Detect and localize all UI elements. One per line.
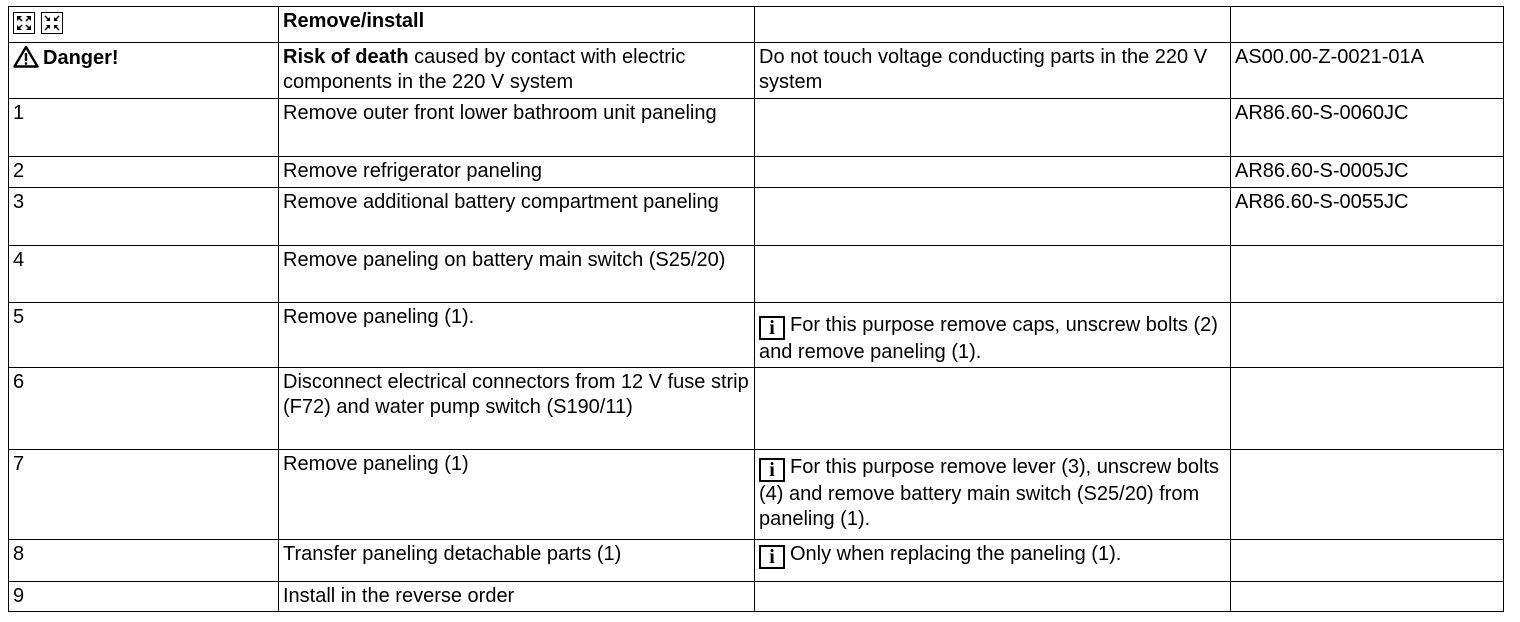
step-action: Remove outer front lower bathroom unit p…: [278, 98, 755, 157]
step-action: Remove additional battery compartment pa…: [278, 187, 755, 246]
info-icon: i: [759, 545, 785, 569]
header-empty-cell: [1230, 6, 1504, 43]
step-number: 1: [8, 98, 279, 157]
step-row: 3 Remove additional battery compartment …: [8, 187, 1504, 246]
step-row: 1 Remove outer front lower bathroom unit…: [8, 98, 1504, 157]
step-action: Install in the reverse order: [278, 581, 755, 612]
danger-row: Danger! Risk of death caused by contact …: [8, 42, 1504, 99]
danger-risk-cell: Risk of death caused by contact with ele…: [278, 42, 755, 99]
step-action: Transfer paneling detachable parts (1): [278, 539, 755, 582]
step-ref: [1230, 539, 1504, 582]
step-number: 2: [8, 156, 279, 188]
step-row: 2 Remove refrigerator paneling AR86.60-S…: [8, 156, 1504, 188]
step-row: 8 Transfer paneling detachable parts (1)…: [8, 539, 1504, 582]
step-action: Remove paneling (1).: [278, 302, 755, 368]
expand-icon[interactable]: [13, 12, 35, 34]
step-row: 4 Remove paneling on battery main switch…: [8, 245, 1504, 303]
step-action: Remove paneling on battery main switch (…: [278, 245, 755, 303]
step-note: Only when replacing the paneling (1).: [790, 543, 1122, 565]
step-note: [754, 245, 1231, 303]
header-row: Remove/install: [8, 6, 1504, 43]
step-note: [754, 187, 1231, 246]
step-action: Disconnect electrical connectors from 12…: [278, 367, 755, 450]
step-ref[interactable]: AR86.60-S-0060JC: [1230, 98, 1504, 157]
step-ref: [1230, 449, 1504, 540]
step-action: Remove refrigerator paneling: [278, 156, 755, 188]
info-icon: i: [759, 458, 785, 482]
step-number: 3: [8, 187, 279, 246]
step-number: 5: [8, 302, 279, 368]
instruction-table: Remove/install Danger! Risk of death cau…: [8, 6, 1504, 612]
step-note: For this purpose remove caps, unscrew bo…: [759, 314, 1218, 363]
info-icon: i: [759, 316, 785, 340]
step-row: 6 Disconnect electrical connectors from …: [8, 367, 1504, 450]
header-icons-cell: [8, 6, 279, 43]
step-note: [754, 156, 1231, 188]
step-note: [754, 98, 1231, 157]
step-number: 7: [8, 449, 279, 540]
danger-label-cell: Danger!: [8, 42, 279, 99]
step-note: For this purpose remove lever (3), unscr…: [759, 456, 1220, 530]
danger-risk-text: caused by contact with electric componen…: [283, 46, 686, 93]
danger-risk-bold: Risk of death: [283, 46, 409, 68]
step-ref: [1230, 367, 1504, 450]
step-number: 6: [8, 367, 279, 450]
step-action: Remove paneling (1): [278, 449, 755, 540]
step-note: [754, 581, 1231, 612]
step-number: 8: [8, 539, 279, 582]
step-ref: [1230, 302, 1504, 368]
danger-label: Danger!: [43, 47, 119, 69]
step-ref: [1230, 581, 1504, 612]
header-title: Remove/install: [278, 6, 755, 43]
step-ref[interactable]: AR86.60-S-0055JC: [1230, 187, 1504, 246]
step-ref: [1230, 245, 1504, 303]
danger-ref[interactable]: AS00.00-Z-0021-01A: [1230, 42, 1504, 99]
step-ref[interactable]: AR86.60-S-0005JC: [1230, 156, 1504, 188]
step-number: 9: [8, 581, 279, 612]
step-note: [754, 367, 1231, 450]
step-number: 4: [8, 245, 279, 303]
collapse-icon[interactable]: [41, 12, 63, 34]
header-empty-cell: [754, 6, 1231, 43]
warning-triangle-icon: [13, 45, 39, 75]
danger-remedy: Do not touch voltage conducting parts in…: [754, 42, 1231, 99]
step-row: 9 Install in the reverse order: [8, 581, 1504, 612]
